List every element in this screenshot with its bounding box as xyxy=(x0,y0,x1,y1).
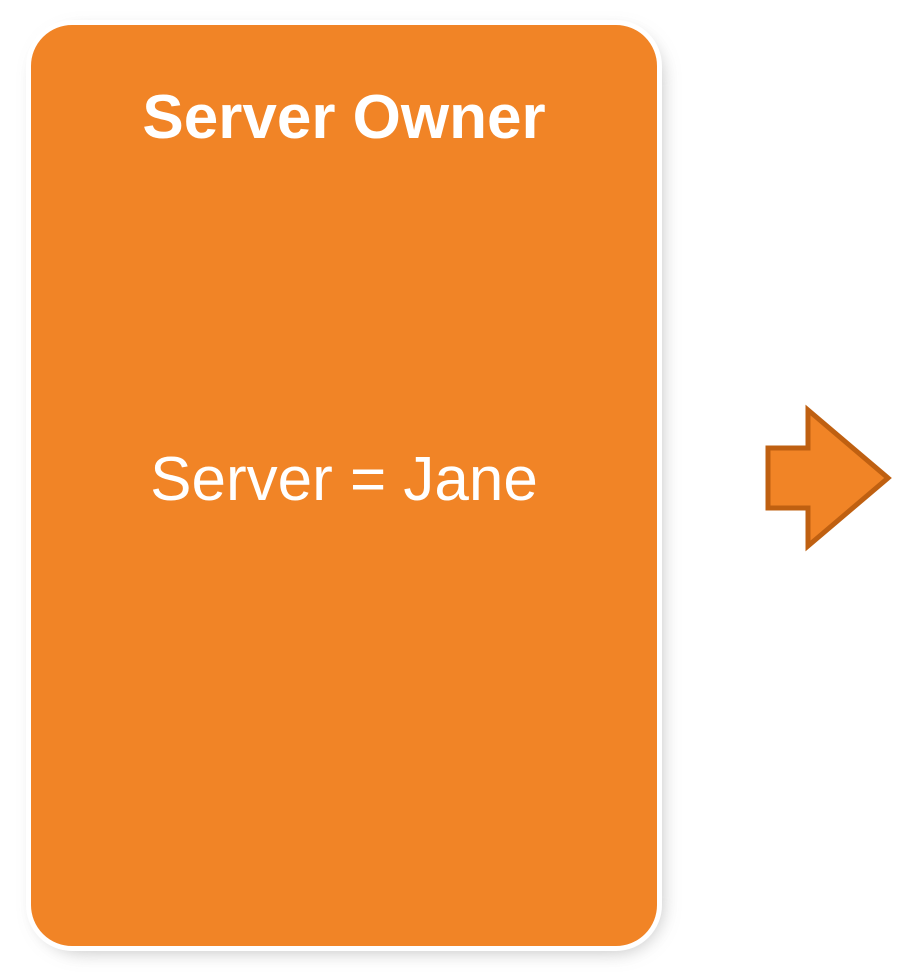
server-owner-card[interactable]: Server Owner Server = Jane xyxy=(26,20,662,951)
card-body-text: Server = Jane xyxy=(150,445,538,514)
card-body-wrapper: Server = Jane xyxy=(31,449,657,511)
card-title: Server Owner xyxy=(142,83,546,152)
arrow-right-icon xyxy=(762,404,894,552)
arrow-shape xyxy=(765,404,892,552)
